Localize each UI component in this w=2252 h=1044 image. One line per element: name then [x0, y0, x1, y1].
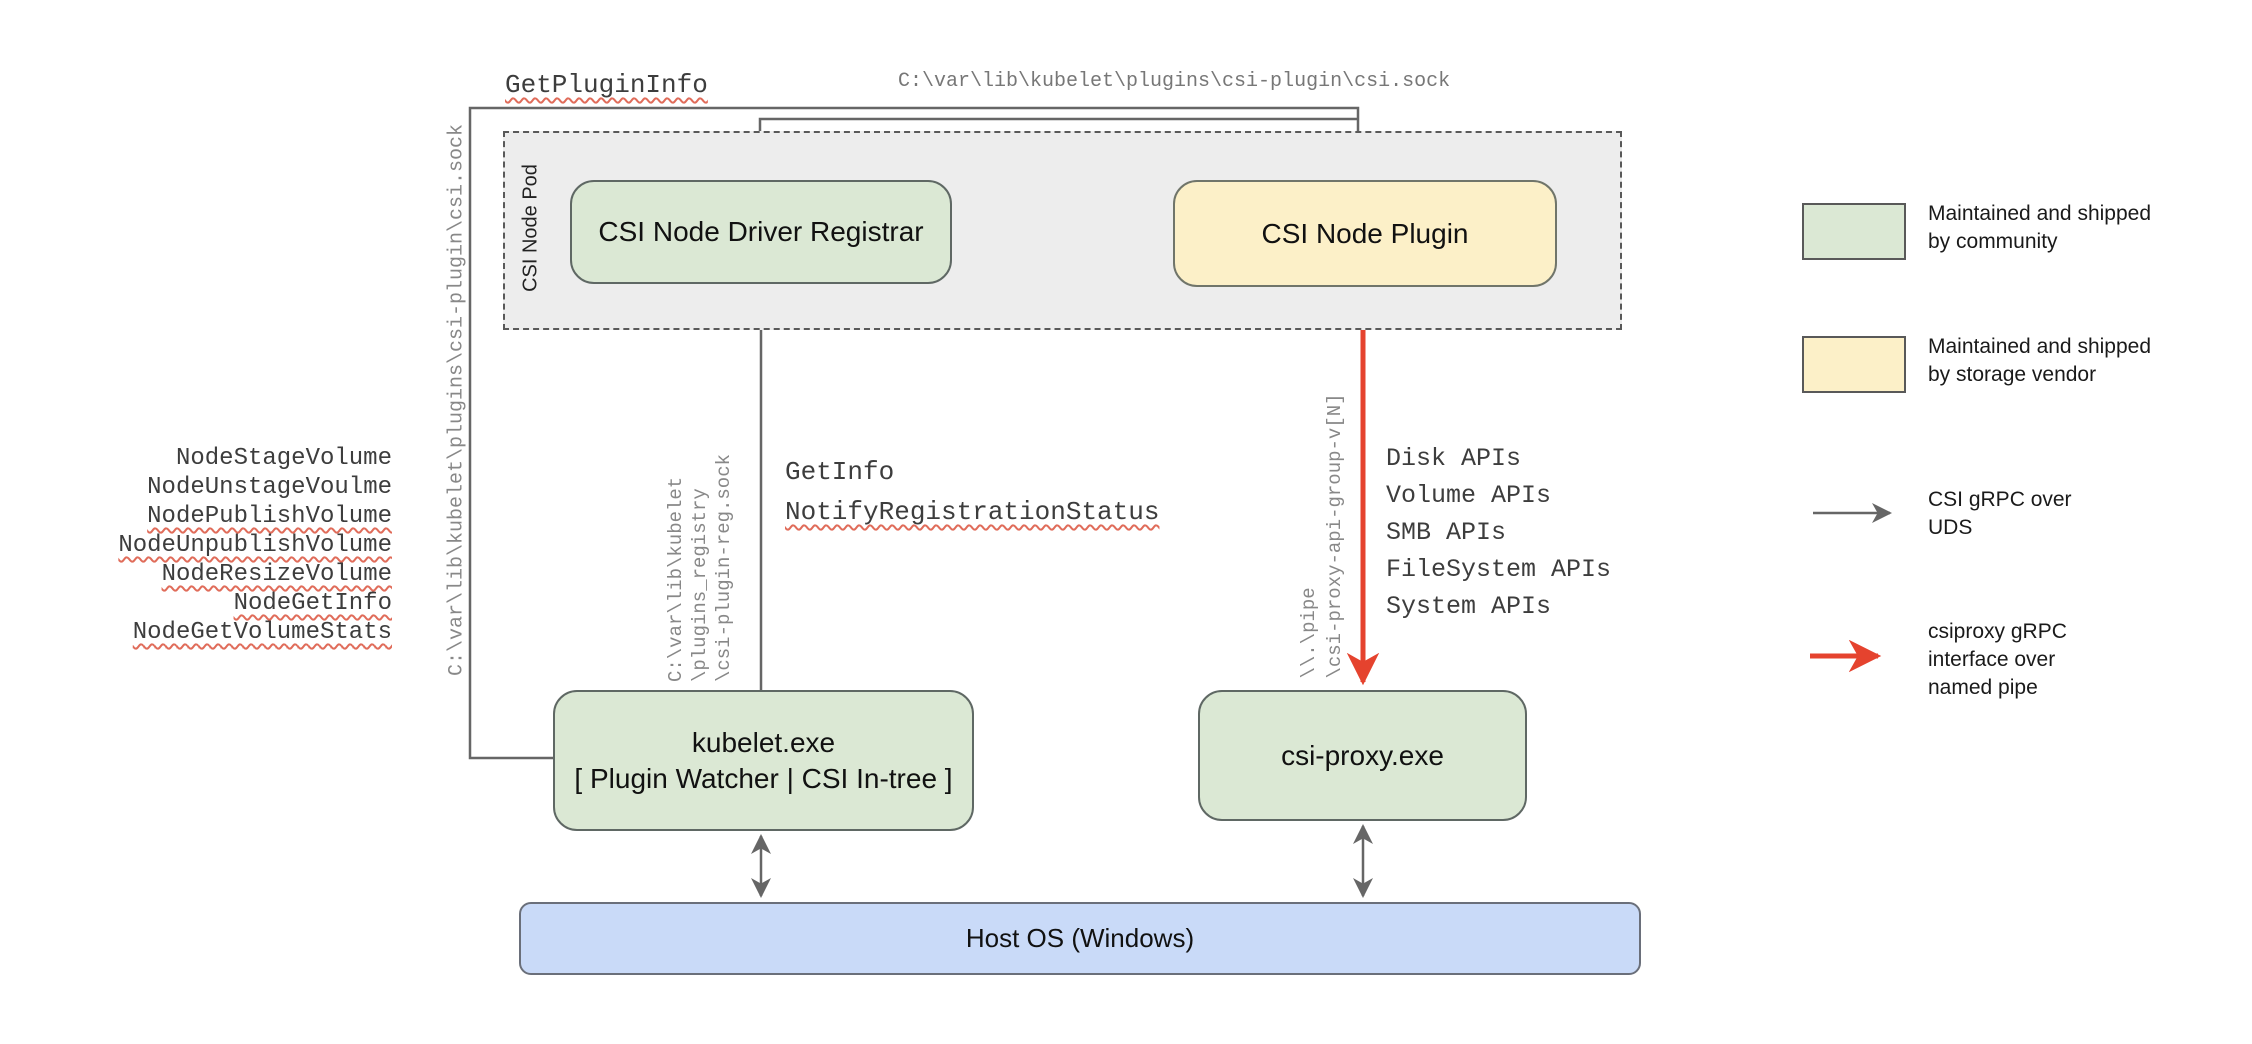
- csi-node-driver-registrar-label: CSI Node Driver Registrar: [598, 216, 924, 247]
- csi-proxy-label: csi-proxy.exe: [1281, 739, 1444, 771]
- node-rpc-item: NodeGetVolumeStats: [132, 619, 392, 646]
- node-rpc-item: NodeUnpublishVolume: [118, 532, 392, 559]
- legend-community-swatch: [1802, 203, 1906, 260]
- csi-node-driver-registrar-box: CSI Node Driver Registrar: [570, 180, 952, 284]
- node-rpc-item: NodeStageVolume: [175, 445, 392, 472]
- proxy-api-item: FileSystem APIs: [1386, 555, 1612, 584]
- host-os-box: Host OS (Windows): [519, 902, 1641, 975]
- kubelet-label: kubelet.exe: [691, 726, 836, 758]
- node-rpc-item: NodeUnstageVoulme: [147, 474, 392, 501]
- legend-vendor-label: Maintained and shipped by storage vendor: [1928, 335, 2152, 386]
- proxy-api-item: SMB APIs: [1386, 518, 1507, 547]
- node-rpc-item: NodeGetInfo: [233, 590, 392, 617]
- node-rpc-item: NodePublishVolume: [147, 503, 392, 530]
- csi-node-plugin-box: CSI Node Plugin: [1173, 180, 1557, 287]
- named-pipe-path-label: \\.\pipe \csi-proxy-api-group-v[N]: [1298, 393, 1346, 679]
- csi-proxy-box: csi-proxy.exe: [1198, 690, 1527, 821]
- get-plugin-info-label: GetPluginInfo: [505, 70, 708, 100]
- registration-rpc-labels: GetInfo NotifyRegistrationStatus: [785, 452, 1159, 532]
- csi-node-pod-label: CSI Node Pod: [519, 164, 542, 292]
- legend-community-label: Maintained and shipped by community: [1928, 202, 2152, 253]
- node-rpc-list: NodeStageVolume NodeUnstageVoulme NodePu…: [60, 444, 392, 647]
- host-os-label: Host OS (Windows): [965, 923, 1195, 953]
- csi-proxy-api-list: Disk APIs Volume APIs SMB APIs FileSyste…: [1386, 440, 1611, 625]
- proxy-api-item: System APIs: [1386, 592, 1552, 621]
- proxy-api-item: Disk APIs: [1386, 444, 1522, 473]
- kubelet-box: kubelet.exe [ Plugin Watcher | CSI In-tr…: [553, 690, 974, 831]
- legend-vendor-swatch: [1802, 336, 1906, 393]
- csi-sock-path-top-label: C:\var\lib\kubelet\plugins\csi-plugin\cs…: [898, 70, 1451, 93]
- csi-node-plugin-label: CSI Node Plugin: [1261, 217, 1469, 249]
- notify-registration-status-label: NotifyRegistrationStatus: [785, 497, 1160, 527]
- plugin-reg-sock-path-label: C:\var\lib\kubelet \plugins_registry \cs…: [665, 453, 735, 683]
- proxy-api-item: Volume APIs: [1386, 481, 1552, 510]
- kubelet-sublabel: [ Plugin Watcher | CSI In-tree ]: [574, 762, 953, 794]
- legend-uds-label: CSI gRPC over UDS: [1928, 488, 2072, 539]
- csi-sock-path-left-label: C:\var\lib\kubelet\plugins\csi-plugin\cs…: [445, 123, 469, 677]
- get-info-label: GetInfo: [785, 457, 895, 487]
- legend-named-pipe-label: csiproxy gRPC interface over named pipe: [1928, 620, 2067, 699]
- node-rpc-item: NodeResizeVolume: [161, 561, 392, 588]
